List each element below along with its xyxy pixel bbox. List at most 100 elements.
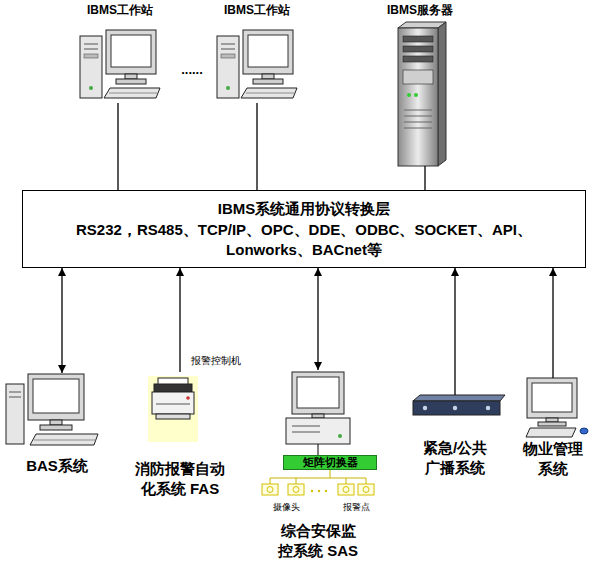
connector-line <box>179 268 180 372</box>
alarm-controller-icon <box>186 396 190 400</box>
matrix-switch-box: 矩阵切换器 <box>283 455 377 470</box>
server-icon <box>404 116 432 117</box>
device-label: 报警点 <box>334 502 378 513</box>
broadcast-device-icon <box>413 395 505 415</box>
property-computer-icon <box>532 383 572 412</box>
server-icon <box>404 110 432 111</box>
node-label: BAS系统 <box>5 456 109 476</box>
connector-line <box>424 166 425 190</box>
server-icon <box>403 56 433 62</box>
device-label: 报警控制机 <box>186 355 246 367</box>
alarm-point-symbol <box>363 487 369 493</box>
node-label: IBMS系统通用协议转换层 <box>54 199 554 219</box>
ellipsis-label: ...... <box>170 62 214 78</box>
camera-wiring <box>270 478 271 484</box>
sas-computer-icon <box>312 414 324 418</box>
bas-computer-icon <box>6 384 24 444</box>
node-label: IBMS工作站 <box>70 3 170 19</box>
subsystem-node: 物业管理 系统 <box>513 378 593 478</box>
property-computer-icon <box>580 428 588 434</box>
alarm-point-symbol <box>338 484 374 495</box>
property-computer-icon <box>526 428 576 437</box>
property-computer-icon <box>526 378 588 437</box>
node-label: 物业管理 系统 <box>518 439 588 478</box>
broadcast-device-icon <box>413 395 505 401</box>
alarm-controller-icon <box>148 376 198 442</box>
alarm-point-symbol <box>338 484 354 495</box>
bas-computer-icon <box>9 397 21 398</box>
server-icon <box>407 93 411 97</box>
sas-computer-icon <box>292 372 344 414</box>
node-label: 矩阵切换器 <box>283 455 377 469</box>
node-body-text: RS232，RS485、TCP/IP、OPC、DDE、ODBC、SOCKET、A… <box>54 220 554 260</box>
protocol-layer-box: IBMS系统通用协议转换层RS232，RS485、TCP/IP、OPC、DDE、… <box>22 190 586 268</box>
node-label: 综合安保监 控系统 SAS <box>275 521 361 560</box>
sas-computer-icon <box>318 444 319 455</box>
server-icon <box>403 36 433 42</box>
bas-computer-icon <box>6 374 98 445</box>
server-icon <box>414 93 418 97</box>
workstation-icon <box>217 30 297 98</box>
alarm-point-symbol <box>343 487 349 493</box>
bas-computer-icon <box>33 379 79 413</box>
broadcast-device-icon <box>453 406 457 410</box>
alarm-controller-icon <box>148 376 198 442</box>
camera-wiring <box>296 478 297 484</box>
camera-wiring <box>366 478 367 484</box>
ellipsis-dots <box>318 490 320 492</box>
camera-wiring <box>270 478 366 479</box>
server-node: IBMS服务器 <box>375 3 465 166</box>
camera-symbol <box>293 487 299 493</box>
broadcast-device-icon <box>486 406 490 410</box>
server-icon <box>438 22 446 166</box>
workstation-icon <box>80 30 160 98</box>
connector-line <box>552 268 553 378</box>
bas-computer-icon <box>40 425 72 430</box>
sas-computer-icon <box>286 372 350 455</box>
ellipsis-dots <box>311 490 327 492</box>
bas-computer-icon <box>30 434 98 445</box>
ellipsis-dots <box>325 490 327 492</box>
connector-line <box>454 268 455 395</box>
connector-line <box>61 268 62 373</box>
server-icon <box>404 122 432 123</box>
camera-symbol <box>262 484 278 495</box>
subsystem-node: 紧急/公共 广播系统 <box>405 395 505 477</box>
bas-computer-icon <box>9 392 21 393</box>
camera-wiring <box>270 470 366 484</box>
sas-computer-icon <box>338 434 342 438</box>
node-label: 消防报警自动 化系统 FAS <box>130 459 230 498</box>
subsystem-node: 消防报警自动 化系统 FAS <box>128 372 232 498</box>
sas-computer-icon <box>292 432 320 433</box>
node-label: 紧急/公共 广播系统 <box>417 438 493 477</box>
bas-computer-icon <box>50 420 62 425</box>
server-icon <box>398 22 446 166</box>
sas-computer-icon <box>286 418 350 444</box>
broadcast-device-icon <box>423 406 427 410</box>
camera-wiring <box>330 470 331 478</box>
node-label: IBMS服务器 <box>375 3 465 19</box>
server-icon <box>404 128 432 129</box>
connector-line <box>256 103 257 190</box>
broadcast-device-icon <box>413 401 500 415</box>
sas-computer-icon <box>297 377 339 408</box>
server-icon <box>403 46 433 52</box>
alarm-controller-icon <box>156 414 190 419</box>
property-computer-icon <box>527 378 577 418</box>
property-computer-icon <box>546 418 558 422</box>
workstation-icon <box>217 30 297 98</box>
subsystem-node: BAS系统 <box>5 373 109 475</box>
ellipsis-dots <box>311 490 313 492</box>
camera-symbol <box>262 484 304 495</box>
property-computer-icon <box>538 422 566 426</box>
camera-symbol <box>288 484 304 495</box>
device-label: 摄像头 <box>264 502 308 513</box>
node-label: IBMS工作站 <box>207 3 307 19</box>
alarm-point-symbol <box>358 484 374 495</box>
subsystem-node: 综合安保监 控系统 SAS 矩阵切换器 <box>255 370 381 560</box>
alarm-controller-icon <box>156 404 190 405</box>
connector-line <box>117 103 118 190</box>
alarm-controller-icon <box>154 384 192 392</box>
